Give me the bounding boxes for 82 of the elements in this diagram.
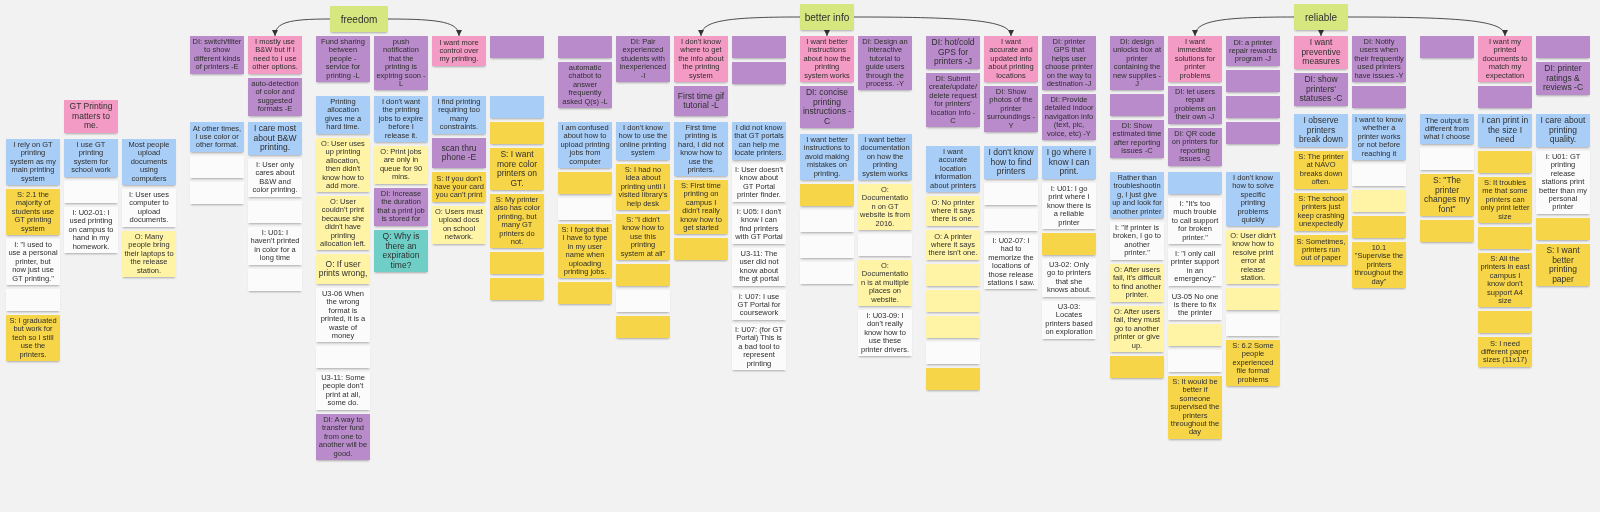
sticky-note: I can print in the size I need xyxy=(1478,114,1532,147)
sticky-note xyxy=(800,262,854,284)
sticky-note xyxy=(1420,220,1474,242)
sticky-note xyxy=(1420,36,1474,58)
sticky-note: DI: printer ratings & reviews -C xyxy=(1536,62,1590,95)
sticky-note xyxy=(190,156,244,178)
sticky-note xyxy=(984,209,1038,231)
sticky-note xyxy=(926,316,980,338)
sticky-note: better info xyxy=(800,4,854,30)
sticky-note xyxy=(558,36,612,58)
sticky-note xyxy=(1110,94,1164,116)
sticky-note xyxy=(248,269,302,291)
sticky-note xyxy=(1168,324,1222,346)
sticky-note: I want preventive measures xyxy=(1294,36,1348,69)
sticky-note xyxy=(1226,96,1280,118)
sticky-note xyxy=(732,62,786,84)
sticky-note xyxy=(490,278,544,300)
sticky-note xyxy=(64,181,118,203)
sticky-note xyxy=(248,201,302,223)
sticky-note: reliable xyxy=(1294,4,1348,30)
sticky-note: I don't know how to find printers xyxy=(984,146,1038,179)
sticky-note xyxy=(616,290,670,312)
sticky-note xyxy=(926,264,980,286)
sticky-note xyxy=(1168,172,1222,194)
sticky-note: DI: concise printing instructions -C xyxy=(800,86,854,128)
sticky-note xyxy=(984,183,1038,205)
sticky-note: GT Printing matters to me. xyxy=(64,100,118,133)
sticky-note xyxy=(616,264,670,286)
sticky-note xyxy=(1478,86,1532,108)
sticky-note xyxy=(316,346,370,368)
arrow xyxy=(1318,29,1324,37)
sticky-note: freedom xyxy=(330,6,388,32)
sticky-note: O: If user prints wrong, xyxy=(316,254,370,284)
sticky-note xyxy=(558,172,612,194)
sticky-note: I observe printers break down xyxy=(1294,114,1348,147)
sticky-note xyxy=(490,252,544,274)
sticky-note xyxy=(1168,350,1222,372)
sticky-note xyxy=(190,182,244,204)
sticky-note xyxy=(490,122,544,144)
sticky-note xyxy=(732,36,786,58)
sticky-note xyxy=(1042,233,1096,255)
sticky-note xyxy=(1352,86,1406,108)
sticky-note: Q: Why is there an expiration time? xyxy=(374,230,428,272)
sticky-note xyxy=(926,342,980,364)
sticky-note xyxy=(558,282,612,304)
sticky-note xyxy=(1478,151,1532,173)
sticky-note xyxy=(858,234,912,256)
sticky-note xyxy=(800,236,854,258)
sticky-note xyxy=(926,368,980,390)
sticky-note xyxy=(1110,356,1164,378)
sticky-note xyxy=(800,184,854,206)
sticky-note xyxy=(616,316,670,338)
sticky-note: First time gif tutorial -L xyxy=(674,86,728,116)
sticky-note xyxy=(926,290,980,312)
sticky-note xyxy=(1352,216,1406,238)
sticky-note: I care most about B&W printing. xyxy=(248,122,302,155)
arrow xyxy=(824,29,830,37)
sticky-note xyxy=(1352,190,1406,212)
sticky-note xyxy=(1226,122,1280,144)
sticky-note: DI: show printers' statuses -C xyxy=(1294,73,1348,106)
sticky-note xyxy=(1536,36,1590,58)
sticky-note xyxy=(800,210,854,232)
sticky-note xyxy=(674,238,728,260)
sticky-note xyxy=(558,198,612,220)
sticky-note xyxy=(1536,218,1590,240)
sticky-note xyxy=(1478,311,1532,333)
sticky-note xyxy=(1226,288,1280,310)
sticky-note: S: I want more color printers on GT. xyxy=(490,148,544,190)
sticky-note: S: "The printer changes my font" xyxy=(1420,174,1474,216)
sticky-note xyxy=(1226,70,1280,92)
sticky-note xyxy=(490,96,544,118)
sticky-note xyxy=(1226,314,1280,336)
sticky-note: DI: hot/cold GPS for printers -J xyxy=(926,36,980,69)
sticky-note: I go where I know I can print. xyxy=(1042,146,1096,179)
sticky-note xyxy=(6,289,60,311)
sticky-note xyxy=(490,36,544,58)
sticky-note: S: I want better printing paper xyxy=(1536,244,1590,286)
sticky-note xyxy=(1478,227,1532,249)
sticky-note: scan thru phone -E xyxy=(432,138,486,168)
sticky-note: I care about printing quality. xyxy=(1536,114,1590,147)
sticky-note xyxy=(1352,164,1406,186)
sticky-note xyxy=(1420,148,1474,170)
